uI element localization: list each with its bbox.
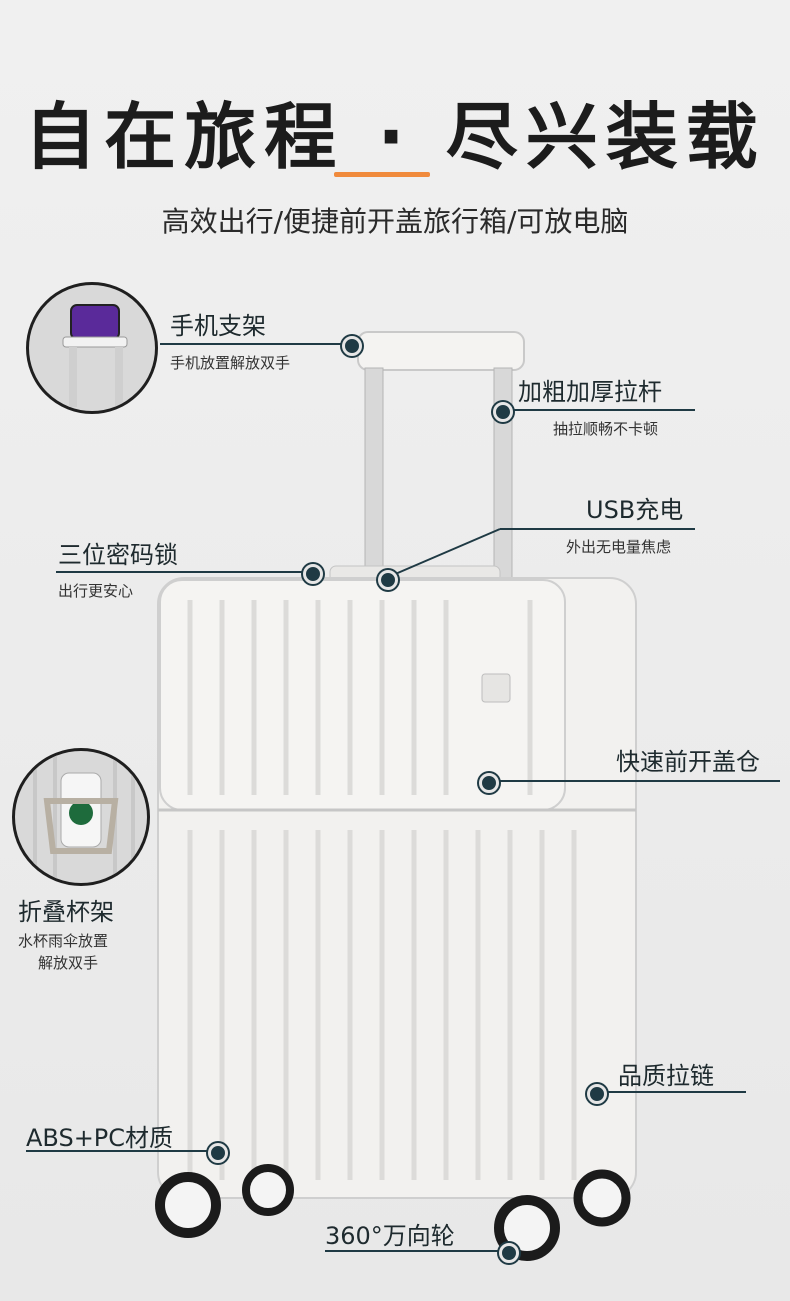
- page-subtitle: 高效出行/便捷前开盖旅行箱/可放电脑: [161, 205, 629, 238]
- handle-dot: [493, 402, 513, 422]
- zipper-line: [594, 1091, 746, 1093]
- phone-holder-desc: 手机放置解放双手: [170, 354, 291, 372]
- material-title: ABS+PC材质: [26, 1124, 174, 1152]
- cup-holder-title: 折叠杯架: [18, 898, 114, 926]
- lock-line: [56, 571, 311, 573]
- material-dot: [208, 1143, 228, 1163]
- brand-badge: [481, 673, 511, 703]
- cup-icon: [69, 801, 93, 825]
- zipper-title: 品质拉链: [618, 1062, 714, 1090]
- wheels-line: [325, 1250, 507, 1252]
- page-title: 自在旅程 · 尽兴装载: [24, 95, 766, 179]
- usb-line: [500, 528, 695, 530]
- cup-holder-desc-1: 水杯雨伞放置: [18, 932, 109, 950]
- lock-title: 三位密码锁: [58, 541, 178, 569]
- phone-holder-line: [160, 343, 350, 345]
- wheels-dot: [499, 1243, 519, 1263]
- usb-dot: [378, 570, 398, 590]
- phone-holder-title: 手机支架: [170, 312, 266, 340]
- handle-line: [500, 409, 695, 411]
- material-line: [26, 1150, 216, 1152]
- usb-title: USB充电: [586, 496, 684, 524]
- phone-holder-dot: [342, 336, 362, 356]
- usb-desc: 外出无电量焦虑: [566, 538, 672, 556]
- wheels: [155, 1164, 631, 1261]
- wheels-title: 360°万向轮: [325, 1222, 455, 1250]
- cup-holder-inset: [12, 748, 150, 886]
- handle-title: 加粗加厚拉杆: [518, 378, 662, 406]
- body-ribs: [187, 600, 577, 1180]
- lock-desc: 出行更安心: [58, 582, 134, 600]
- accent-divider: [334, 172, 430, 177]
- cup-holder-desc-2: 解放双手: [38, 954, 99, 972]
- phone-holder-inset: [26, 282, 158, 414]
- handle-desc: 抽拉顺畅不卡顿: [553, 420, 659, 438]
- lock-dot: [303, 564, 323, 584]
- zipper-dot: [587, 1084, 607, 1104]
- front-cover-title: 快速前开盖仓: [616, 748, 760, 776]
- front-cover-dot: [479, 773, 499, 793]
- front-cover-line: [486, 780, 780, 782]
